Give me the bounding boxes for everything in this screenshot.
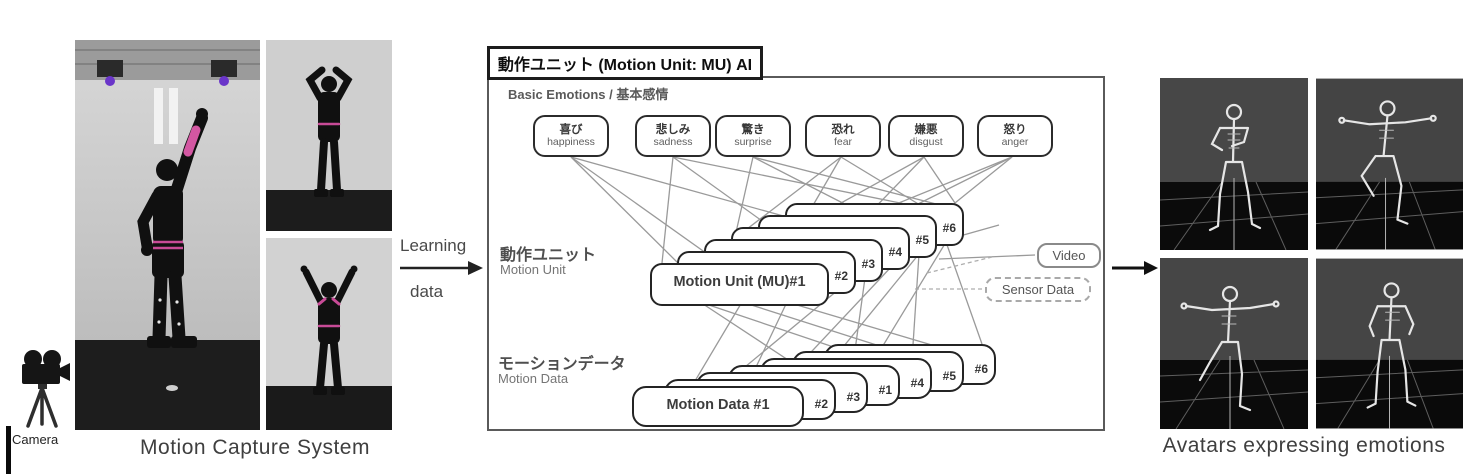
motion-data-box-1: Motion Data #1 [632,386,804,427]
output-arrow-icon [1112,261,1158,275]
box-tag: #3 [846,390,860,404]
legend-video: Video [1037,243,1101,268]
box-tag: #2 [814,397,828,411]
stray-mark [6,426,11,474]
mocap-photo-main [75,40,260,430]
avatars-caption: Avatars expressing emotions [1162,434,1446,457]
avatar-skeleton [1338,100,1437,225]
box-tag: #1 [878,383,892,397]
avatar-skeleton [1180,285,1280,412]
emotion-jp: 喜び [559,123,583,136]
box-tag: #6 [974,362,988,376]
camera-label: Camera [12,432,59,447]
avatar-panel-4 [1316,258,1463,429]
learning-arrow-icon [400,261,483,275]
avatar-skeleton [1366,282,1417,409]
mocap-person-hands-on-head [305,66,353,197]
emotion-bubble-fear: 恐れ fear [805,115,881,157]
mocap-person-arms-up [300,265,358,395]
avatar-panel-1 [1160,78,1308,250]
avatar-panel-2 [1316,78,1463,250]
motion-data-label-en: Motion Data [498,371,569,386]
motion-data-front-label: Motion Data #1 [666,397,770,413]
mocap-photo-top [266,40,392,231]
motion-data-label-jp: モーションデータ [498,356,626,373]
emotion-jp: 嫌悪 [914,123,938,136]
emotion-bubble-surprise: 驚き surprise [715,115,791,157]
motion-unit-front-label: Motion Unit (MU)#1 [673,274,806,290]
box-tag: #4 [910,376,924,390]
emotion-bubble-happiness: 喜び happiness [533,115,609,157]
emotion-bubble-disgust: 嫌悪 disgust [888,115,964,157]
motion-unit-box-1: Motion Unit (MU)#1 [650,263,829,306]
box-tag: #5 [915,233,929,247]
emotion-en: sadness [653,135,693,148]
box-tag: #4 [888,245,902,259]
camera-icon [22,350,70,428]
box-tag: #6 [942,221,956,235]
emotion-bubble-anger: 怒り anger [977,115,1053,157]
emotion-en: surprise [734,135,772,148]
emotion-jp: 恐れ [831,123,855,136]
emotion-bubble-sadness: 悲しみ sadness [635,115,711,157]
emotion-en: fear [833,135,853,148]
mocap-person-figure [137,108,208,348]
mocap-photo-bottom [266,238,392,430]
box-tag: #5 [942,369,956,383]
avatar-panel-3 [1160,258,1308,429]
box-tag: #2 [834,269,848,283]
emotion-jp: 驚き [741,123,765,136]
box-tag: #3 [861,257,875,271]
motion-unit-label-jp: 動作ユニット [500,247,597,264]
learning-data-label-bottom: data [410,282,444,301]
emotion-en: disgust [909,135,943,148]
emotion-en: anger [1001,135,1029,148]
emotion-jp: 怒り [1003,123,1027,136]
camera-rig-icon [97,60,237,86]
mocap-caption: Motion Capture System [140,436,370,459]
motion-unit-label-en: Motion Unit [500,262,566,277]
learning-data-label-top: Learning [400,236,467,255]
basic-emotions-header: Basic Emotions / 基本感情 [508,87,669,102]
emotion-en: happiness [547,135,595,148]
emotion-jp: 悲しみ [655,123,691,136]
mu-ai-title: 動作ユニット (Motion Unit: MU) AI [487,46,763,80]
avatar-skeleton [1208,103,1262,232]
legend-sensor-data: Sensor Data [985,277,1091,302]
